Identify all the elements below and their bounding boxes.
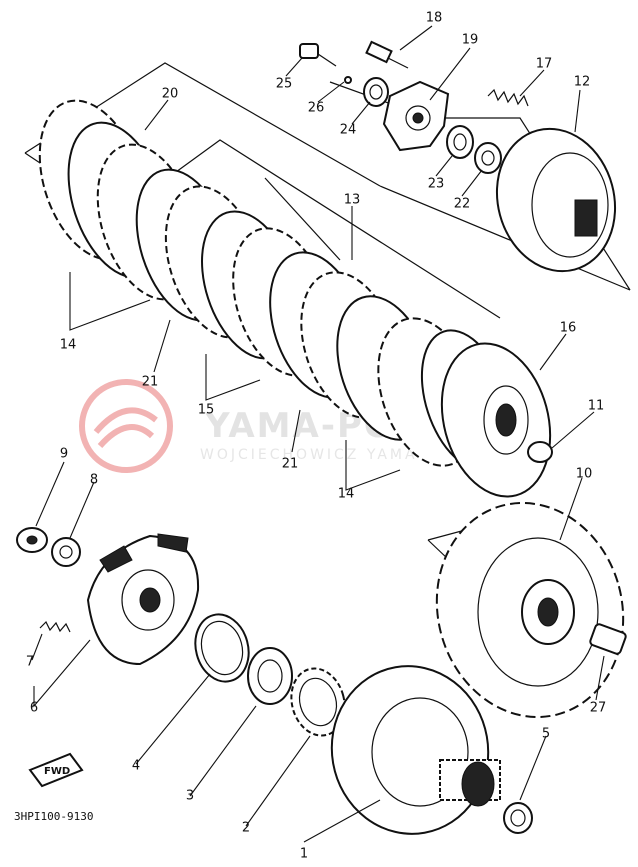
callout-14-right: 14 <box>338 487 355 502</box>
callout-24: 24 <box>340 123 357 138</box>
clutch-washer <box>51 537 81 567</box>
nut <box>16 527 48 553</box>
callout-2: 2 <box>242 821 250 836</box>
callout-6: 6 <box>30 701 38 716</box>
callout-27: 27 <box>590 701 607 716</box>
callout-21-left: 21 <box>142 375 159 390</box>
forward-arrow-icon <box>28 752 84 788</box>
centrifugal-clutch <box>86 533 200 666</box>
clutch-housing <box>495 127 617 273</box>
callout-21-right: 21 <box>282 457 299 472</box>
spring <box>487 88 529 107</box>
callout-19: 19 <box>462 33 479 48</box>
clutch-spring <box>39 620 71 633</box>
push-plate <box>382 80 450 152</box>
callout-9: 9 <box>60 447 68 462</box>
callout-16: 16 <box>560 321 577 336</box>
lock-washer <box>474 142 502 174</box>
leader-lines <box>31 25 605 843</box>
callout-22: 22 <box>454 197 471 212</box>
callout-3: 3 <box>186 789 194 804</box>
clutch-plate-stack <box>38 99 512 471</box>
callout-1: 1 <box>300 847 308 862</box>
callout-5: 5 <box>542 727 550 742</box>
push-rod <box>299 43 337 67</box>
callout-4: 4 <box>132 759 140 774</box>
one-way-clutch <box>290 667 346 737</box>
watermark-logo-mark <box>93 407 158 449</box>
callout-10: 10 <box>576 467 593 482</box>
drum-washer <box>503 802 533 834</box>
bolt <box>365 40 409 69</box>
forward-indicator: FWD <box>28 752 84 788</box>
bushing <box>589 623 627 655</box>
housing-hub <box>574 199 598 237</box>
callout-18: 18 <box>426 11 443 26</box>
callout-26: 26 <box>308 101 325 116</box>
callout-20: 20 <box>162 87 179 102</box>
one-way-bearing <box>247 647 293 705</box>
callout-11: 11 <box>588 399 605 414</box>
clutch-drum <box>330 665 501 835</box>
ring-plate <box>194 613 250 683</box>
watermark-logo <box>79 379 173 473</box>
diagram-code: 3HPI100-9130 <box>14 810 93 823</box>
callouts: 1 2 3 4 5 6 7 8 9 10 11 12 13 14 14 15 1… <box>26 11 606 862</box>
ball <box>344 76 352 84</box>
callout-12: 12 <box>574 75 591 90</box>
washer <box>446 125 474 159</box>
callout-13: 13 <box>344 193 361 208</box>
callout-15: 15 <box>198 403 215 418</box>
callout-14-left: 14 <box>60 338 77 353</box>
clutch-boss <box>435 501 625 719</box>
callout-17: 17 <box>536 57 553 72</box>
callout-7: 7 <box>26 655 34 670</box>
bearing <box>363 77 389 107</box>
callout-8: 8 <box>90 473 98 488</box>
pressure-plate <box>440 342 552 498</box>
circlip <box>527 441 553 463</box>
callout-25: 25 <box>276 77 293 92</box>
forward-label: FWD <box>44 766 70 777</box>
callout-23: 23 <box>428 177 445 192</box>
